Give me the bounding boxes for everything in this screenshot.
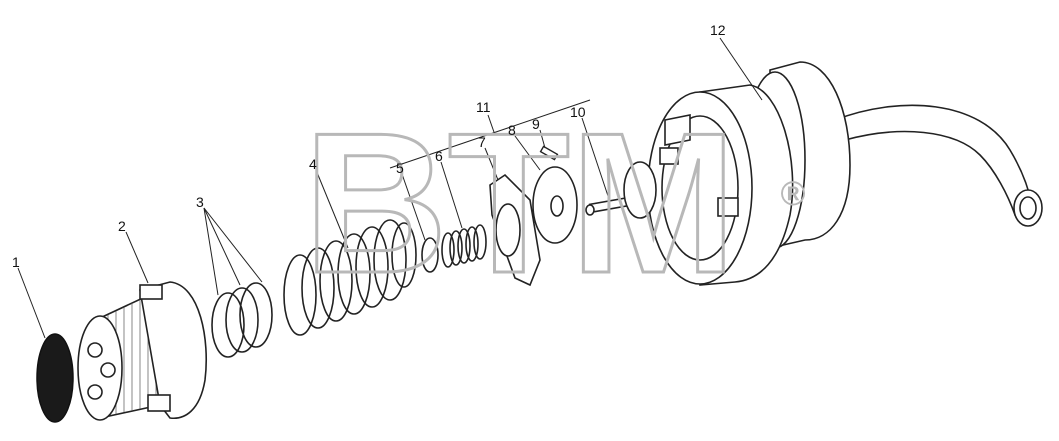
part-2-filter [77, 281, 208, 421]
label-part-1: 1 [12, 254, 20, 270]
label-part-8: 8 [508, 122, 516, 138]
watermark-registered-mark: ® [780, 175, 805, 213]
label-part-12: 12 [710, 22, 726, 38]
part-3-rings [211, 282, 273, 358]
leader-lines [17, 37, 763, 339]
part-4-large-spring [283, 219, 417, 336]
part-8-washer [532, 166, 578, 244]
label-part-5: 5 [396, 160, 404, 176]
label-part-2: 2 [118, 218, 126, 234]
part-5-ring [421, 237, 439, 273]
label-part-9: 9 [532, 116, 540, 132]
label-part-7: 7 [478, 134, 486, 150]
part-9-key [539, 145, 559, 161]
watermark-text: BTM [303, 92, 736, 315]
label-part-10: 10 [570, 104, 586, 120]
label-part-3: 3 [196, 194, 204, 210]
part-12-housing [647, 61, 1043, 286]
label-part-4: 4 [309, 156, 317, 172]
watermark: BTM ® [302, 91, 806, 317]
label-part-6: 6 [435, 148, 443, 164]
part-1-screen [36, 333, 74, 423]
part-labels: 1 2 3 4 5 6 7 8 9 10 11 12 [12, 22, 726, 270]
part-10-pin [585, 161, 657, 219]
part-6-small-spring [441, 224, 487, 268]
label-part-11: 11 [476, 99, 491, 115]
part-7-plate [489, 173, 541, 287]
